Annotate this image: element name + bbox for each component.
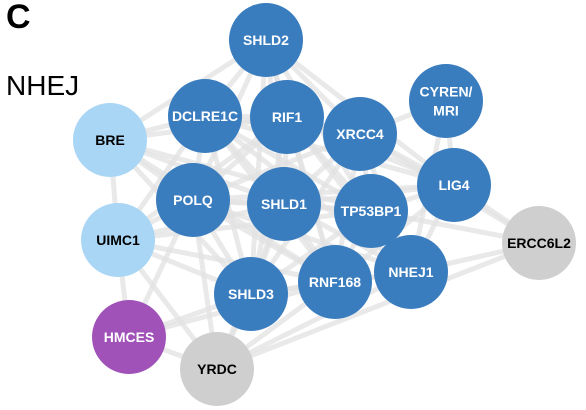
node-circle bbox=[214, 257, 288, 331]
node-label: TP53BP1 bbox=[341, 203, 402, 219]
node-dclre1c: DCLRE1C bbox=[168, 79, 242, 153]
node-hmces: HMCES bbox=[92, 300, 166, 374]
node-circle bbox=[81, 203, 155, 277]
node-label: LIG4 bbox=[438, 177, 469, 193]
node-circle bbox=[417, 148, 491, 222]
node-nhej1: NHEJ1 bbox=[374, 235, 448, 309]
node-circle bbox=[156, 163, 230, 237]
node-circle bbox=[180, 332, 254, 406]
node-shld2: SHLD2 bbox=[229, 3, 303, 77]
node-polq: POLQ bbox=[156, 163, 230, 237]
node-label: RIF1 bbox=[272, 109, 303, 125]
node-cyren-mri: CYREN/MRI bbox=[409, 64, 483, 138]
edge-ercc6l2-yrdc bbox=[214, 240, 542, 372]
node-circle bbox=[502, 206, 576, 280]
node-xrcc4: XRCC4 bbox=[323, 97, 397, 171]
edge-tp53bp1-bre bbox=[107, 137, 374, 214]
node-label: UIMC1 bbox=[96, 232, 140, 248]
node-circle bbox=[73, 103, 147, 177]
node-label: CYREN/ bbox=[420, 84, 473, 100]
node-label: DCLRE1C bbox=[172, 108, 238, 124]
node-label: HMCES bbox=[104, 329, 155, 345]
node-label: BRE bbox=[95, 132, 125, 148]
node-label: YRDC bbox=[197, 361, 237, 377]
panel-title: NHEJ bbox=[6, 70, 80, 101]
node-label: XRCC4 bbox=[336, 126, 384, 142]
node-label: SHLD1 bbox=[261, 196, 307, 212]
node-label: RNF168 bbox=[309, 274, 361, 290]
node-circle bbox=[168, 79, 242, 153]
node-rif1: RIF1 bbox=[250, 80, 324, 154]
node-yrdc: YRDC bbox=[180, 332, 254, 406]
node-shld3: SHLD3 bbox=[214, 257, 288, 331]
node-lig4: LIG4 bbox=[417, 148, 491, 222]
node-ercc6l2: ERCC6L2 bbox=[502, 206, 576, 280]
node-circle bbox=[92, 300, 166, 374]
node-circle bbox=[334, 174, 408, 248]
node-label: NHEJ1 bbox=[388, 264, 433, 280]
node-label: SHLD2 bbox=[243, 32, 289, 48]
node-label: MRI bbox=[433, 103, 459, 119]
node-bre: BRE bbox=[73, 103, 147, 177]
node-label: SHLD3 bbox=[228, 286, 274, 302]
node-circle bbox=[298, 245, 372, 319]
panel-letter: C bbox=[6, 0, 31, 36]
node-circle bbox=[247, 167, 321, 241]
node-label: ERCC6L2 bbox=[507, 235, 571, 251]
node-circle bbox=[229, 3, 303, 77]
node-circle bbox=[323, 97, 397, 171]
node-label: POLQ bbox=[173, 192, 213, 208]
node-circle bbox=[374, 235, 448, 309]
edge-shld2-shld3 bbox=[248, 37, 269, 297]
node-shld1: SHLD1 bbox=[247, 167, 321, 241]
node-uimc1: UIMC1 bbox=[81, 203, 155, 277]
node-tp53bp1: TP53BP1 bbox=[334, 174, 408, 248]
node-rnf168: RNF168 bbox=[298, 245, 372, 319]
node-circle bbox=[409, 64, 483, 138]
node-circle bbox=[250, 80, 324, 154]
